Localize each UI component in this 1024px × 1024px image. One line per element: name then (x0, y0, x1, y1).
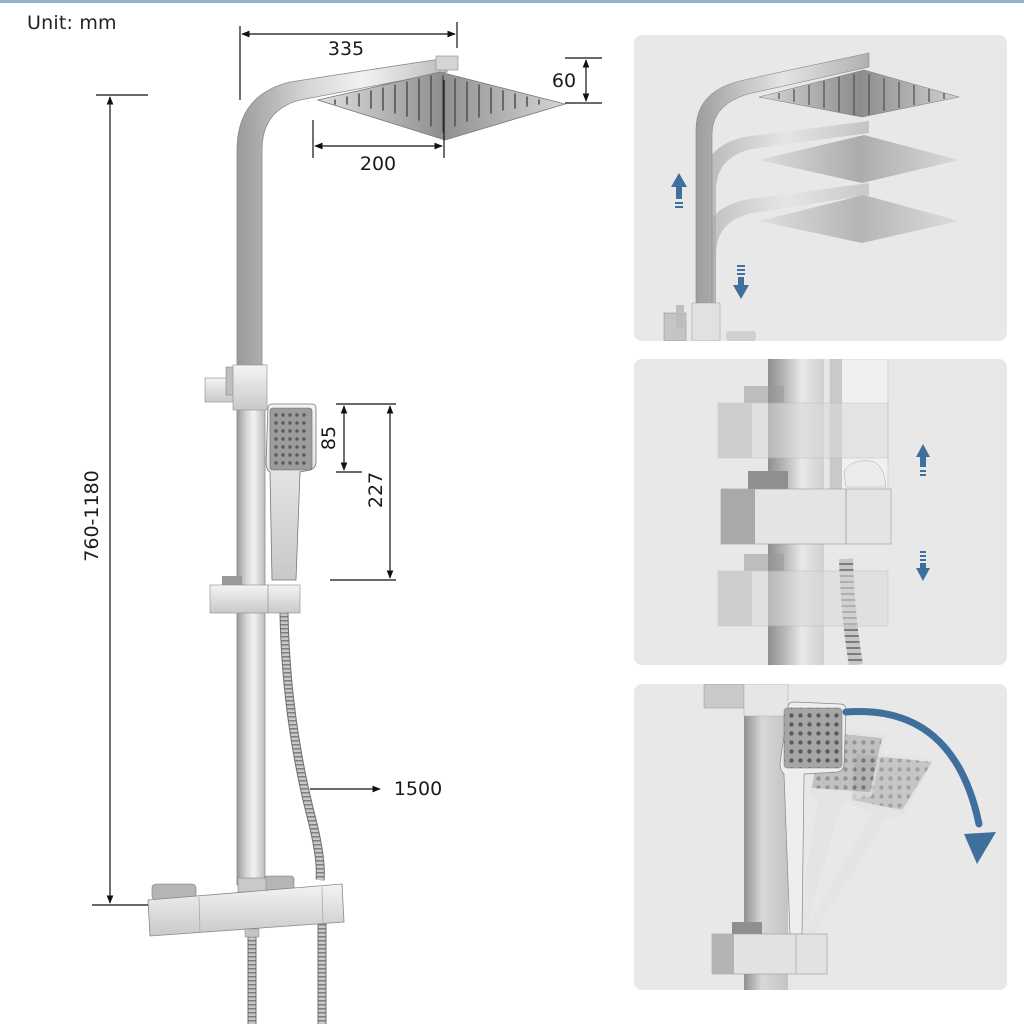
svg-text:760-1180: 760-1180 (81, 470, 103, 561)
svg-text:335: 335 (328, 38, 364, 60)
svg-text:1500: 1500 (394, 778, 442, 800)
handheld-upright (779, 701, 847, 935)
arrow-up-icon (916, 444, 930, 476)
sliding-holder (209, 576, 301, 614)
overhead-arm-mid (702, 121, 959, 325)
unit-label: Unit: mm (27, 12, 117, 34)
slider-ghost-top (717, 386, 889, 459)
dimension-200: 200 (312, 80, 445, 175)
dimension-60: 60 (552, 57, 602, 104)
dimension-1500: 1500 (310, 778, 442, 800)
shower-system-diagram: 335 60 200 85 227 760-1180 1500 (81, 22, 602, 1024)
shower-hose (247, 612, 327, 1024)
panel-handheld-tilt (634, 684, 1007, 990)
slider-holder (711, 922, 828, 975)
overhead-arm-low (702, 183, 959, 325)
arrow-down-icon (733, 265, 749, 299)
shower-rail (236, 55, 459, 886)
dimension-760-1180: 760-1180 (81, 94, 148, 906)
wall-mount-valve (663, 302, 756, 341)
dimension-335: 335 (239, 22, 458, 100)
rain-shower-head (316, 71, 567, 141)
handheld-shower (265, 403, 317, 581)
svg-text:85: 85 (318, 426, 340, 450)
curved-arrow-icon (842, 708, 996, 864)
arrow-down-icon (916, 551, 930, 581)
overhead-arm-high (695, 52, 960, 326)
dimension-227: 227 (330, 405, 396, 581)
arrow-up-icon (671, 173, 687, 208)
wall-bracket-upper (204, 364, 268, 411)
panel-slider-height-adjustment (634, 359, 1007, 665)
svg-text:227: 227 (365, 472, 387, 508)
dimension-85: 85 (318, 403, 396, 473)
svg-text:60: 60 (552, 70, 576, 92)
svg-text:200: 200 (360, 153, 396, 175)
slider-ghost-bottom (717, 554, 889, 627)
slider-holder (720, 460, 892, 545)
thermostatic-mixer-valve (147, 875, 345, 938)
top-accent-bar (0, 0, 1024, 3)
panel-overhead-height-adjustment (634, 35, 1007, 341)
